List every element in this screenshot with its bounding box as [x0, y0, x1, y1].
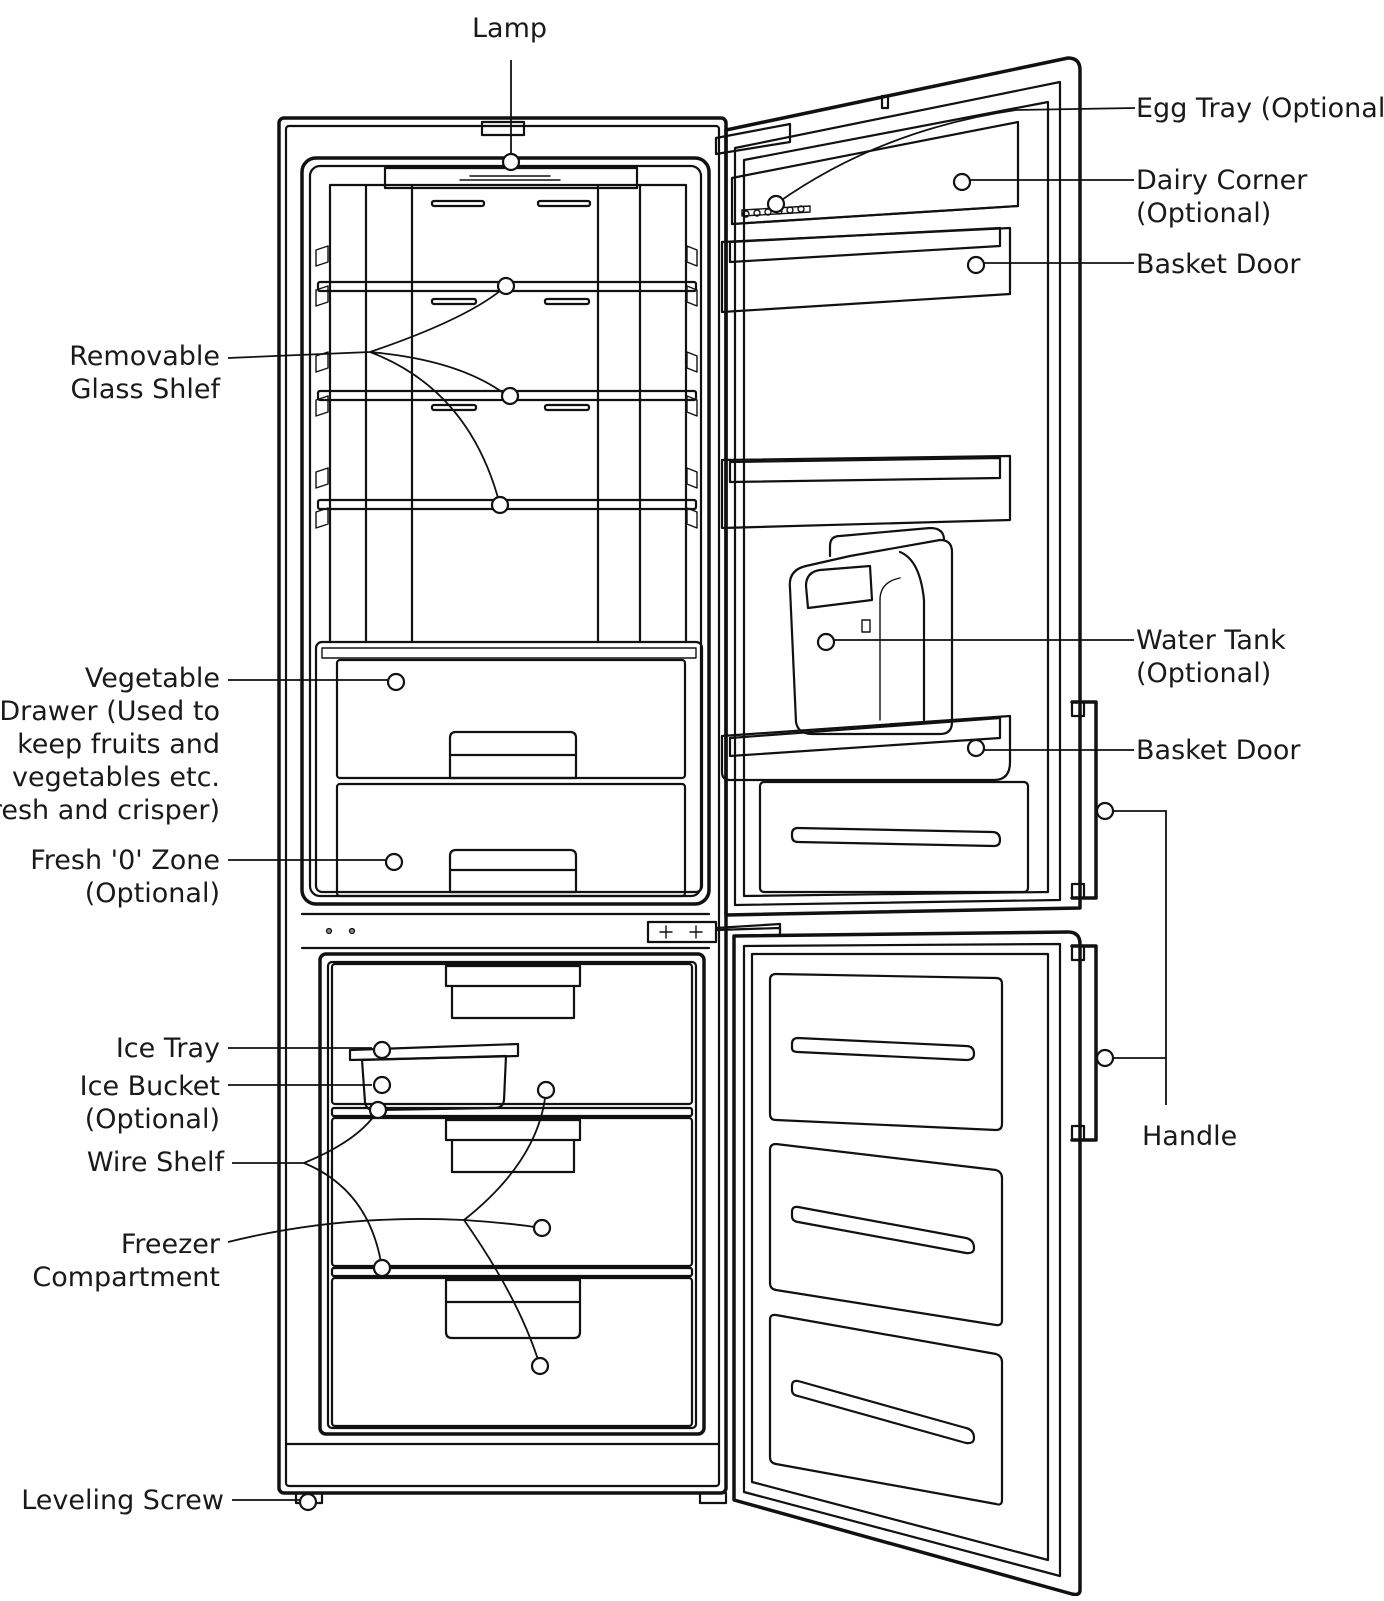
control-panel — [300, 912, 782, 950]
label-wire-shelf: Wire Shelf — [87, 1146, 224, 1179]
label-basket-door-top-text: Basket Door — [1136, 249, 1301, 280]
label-handle: Handle — [1142, 1120, 1237, 1153]
label-fresh-zone: Fresh '0' Zone (Optional) — [30, 844, 220, 910]
label-basket-door-top: Basket Door — [1136, 248, 1301, 281]
label-ice-bucket: Ice Bucket (Optional) — [80, 1070, 220, 1136]
label-vegetable-drawer-line4: vegetables etc. — [12, 762, 220, 793]
label-glass-shelf-line1: Removable — [69, 341, 220, 372]
label-vegetable-drawer-line1: Vegetable — [84, 663, 220, 694]
ice-bucket — [360, 1054, 508, 1112]
freezer-compartment — [318, 952, 706, 1436]
vegetable-drawer — [335, 658, 687, 780]
dairy-corner — [730, 120, 1020, 226]
label-basket-door-bottom-text: Basket Door — [1136, 735, 1301, 766]
basket-door-middle — [720, 454, 1012, 530]
egg-tray — [742, 205, 805, 218]
label-removable-glass-shelf: Removable Glass Shlef — [69, 340, 220, 406]
label-fresh-zone-line2: (Optional) — [84, 878, 220, 909]
basket-door-bottom — [720, 714, 1012, 782]
label-fresh-zone-line1: Fresh '0' Zone — [30, 845, 220, 876]
label-dairy-corner: Dairy Corner (Optional) — [1136, 164, 1307, 230]
label-glass-shelf-line2: Glass Shlef — [70, 374, 220, 405]
label-ice-tray-text: Ice Tray — [115, 1033, 220, 1064]
label-leveling-screw-text: Leveling Screw — [21, 1485, 224, 1516]
label-vegetable-drawer-line5: fresh and crisper) — [0, 795, 220, 826]
label-ice-bucket-line2: (Optional) — [84, 1104, 220, 1135]
label-water-tank-line1: Water Tank — [1136, 625, 1286, 656]
label-dairy-corner-line2: (Optional) — [1136, 198, 1272, 229]
door-handles — [1070, 700, 1098, 1142]
fridge-door — [714, 56, 1082, 917]
label-handle-text: Handle — [1142, 1121, 1238, 1152]
label-freezer-line2: Compartment — [32, 1262, 220, 1293]
label-water-tank: Water Tank (Optional) — [1136, 624, 1286, 690]
label-leveling-screw: Leveling Screw — [21, 1484, 224, 1517]
label-vegetable-drawer-line3: keep fruits and — [17, 729, 220, 760]
label-freezer-line1: Freezer — [120, 1229, 220, 1260]
label-dairy-corner-line1: Dairy Corner — [1136, 165, 1308, 196]
label-basket-door-bottom: Basket Door — [1136, 734, 1301, 767]
fridge-compartment — [300, 156, 711, 906]
label-vegetable-drawer: Vegetable Drawer (Used to keep fruits an… — [0, 662, 220, 827]
label-wire-shelf-text: Wire Shelf — [86, 1147, 224, 1178]
water-tank — [788, 526, 954, 736]
label-lamp-text: Lamp — [472, 13, 548, 44]
label-freezer-compartment: Freezer Compartment — [32, 1228, 220, 1294]
label-lamp: Lamp — [472, 12, 547, 45]
fresh-zone-drawer — [335, 782, 687, 898]
leader-lines — [227, 60, 1167, 1501]
basket-door-top — [720, 226, 1012, 314]
freezer-door — [714, 926, 1082, 1597]
callout-dots — [298, 152, 1115, 1512]
label-ice-tray: Ice Tray — [116, 1032, 220, 1065]
label-egg-tray-text: Egg Tray (Optional) — [1136, 93, 1384, 124]
label-vegetable-drawer-line2: Drawer (Used to — [0, 696, 220, 727]
label-egg-tray: Egg Tray (Optional) — [1136, 92, 1384, 125]
ice-tray — [348, 1042, 520, 1062]
label-ice-bucket-line1: Ice Bucket — [79, 1071, 220, 1102]
cabinet — [277, 116, 728, 1495]
label-water-tank-line2: (Optional) — [1136, 658, 1272, 689]
